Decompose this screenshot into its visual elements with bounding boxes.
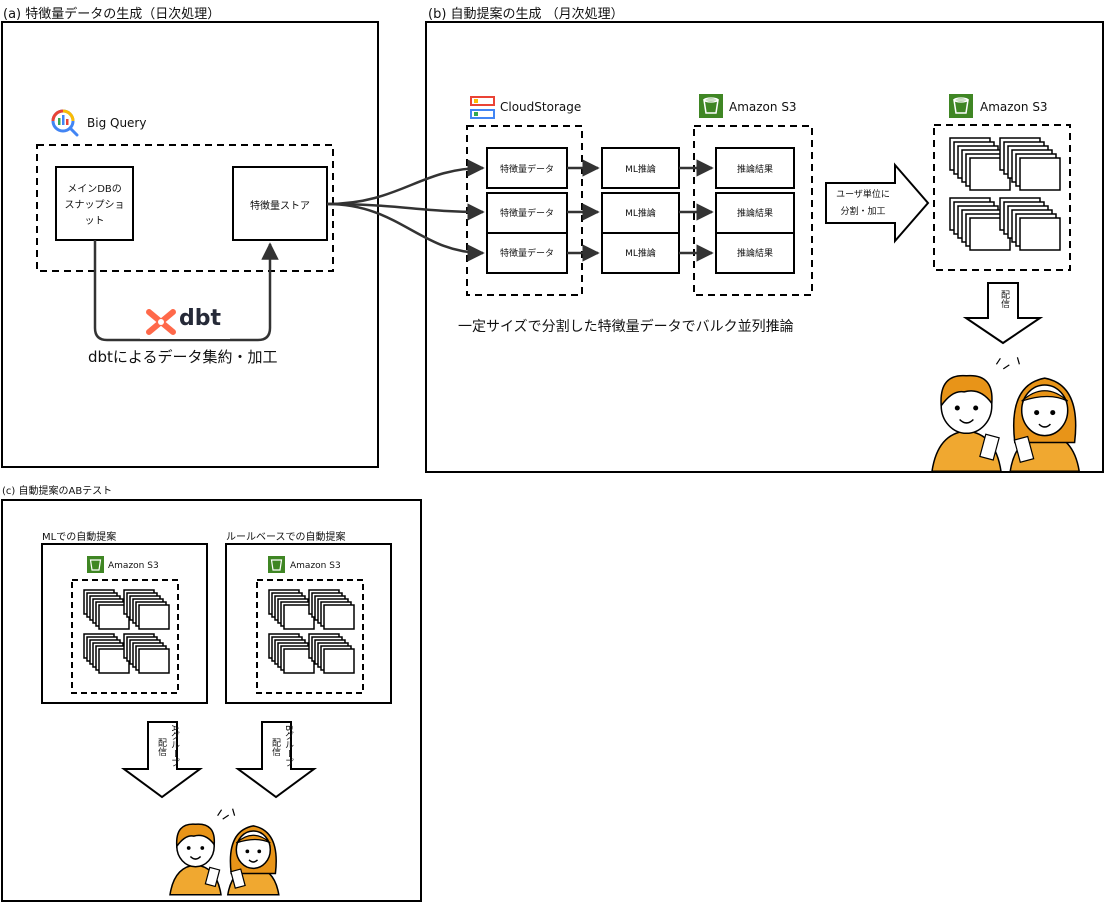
document-stacks — [83, 589, 170, 674]
rule-proposal-box — [225, 543, 392, 704]
bulk-inference-caption: 一定サイズで分割した特徴量データでバルク並列推論 — [458, 319, 794, 335]
ml-proposal-box — [41, 543, 208, 704]
group-a-label: Aグループ — [169, 725, 179, 768]
ml-s3-dashed-group — [71, 579, 179, 694]
block-arrow-icon — [234, 721, 318, 799]
group-b-label: Bグループ — [283, 725, 293, 768]
document-sheet — [138, 648, 170, 674]
cloudstorage-label: CloudStorage — [500, 100, 582, 114]
people-illustration-icon — [169, 808, 280, 896]
amazon-s3-icon — [949, 94, 973, 118]
document-sheet — [323, 604, 355, 630]
section-a-frame — [1, 21, 379, 468]
section-c-frame — [1, 499, 422, 902]
ml-inference-label: ML推論 — [625, 209, 656, 219]
ml-proposal-title: MLでの自動提案 — [42, 532, 117, 543]
flow-curve-2 — [326, 202, 485, 221]
inference-result-label: 推論結果 — [736, 209, 773, 219]
flow-curve-3 — [326, 202, 485, 262]
snapshot-line-3: ット — [84, 216, 105, 227]
bigquery-label: Big Query — [87, 116, 147, 130]
amazon-s3-icon — [699, 94, 723, 118]
feature-store-label: 特徴量ストア — [250, 201, 310, 212]
document-sheet — [138, 604, 170, 630]
user-split-dashed-group — [933, 124, 1071, 271]
dbt-logo-icon — [146, 309, 176, 335]
document-stacks — [268, 589, 355, 674]
document-sheet — [1019, 157, 1061, 191]
s3-label-results: Amazon S3 — [729, 100, 797, 114]
block-arrow-icon — [825, 162, 930, 244]
document-sheet — [323, 648, 355, 674]
dbt-logo-text: dbt — [179, 306, 222, 331]
dbt-caption: dbtによるデータ集約・加工 — [88, 348, 278, 366]
transform-line-2: 分割・加工 — [840, 207, 886, 217]
result-box-1 — [715, 147, 795, 189]
ml-box-1 — [601, 147, 680, 189]
snapshot-box — [55, 166, 134, 241]
s3-label-ml: Amazon S3 — [108, 561, 159, 571]
block-arrow-icon — [962, 282, 1044, 345]
inference-result-label: 推論結果 — [736, 249, 773, 259]
inference-result-label: 推論結果 — [736, 165, 773, 175]
section-b-title: (b) 自動提案の生成 （月次処理） — [428, 7, 624, 22]
ml-inference-label: ML推論 — [625, 249, 656, 259]
pipeline-rows — [486, 147, 795, 274]
document-sheet — [1019, 217, 1061, 251]
bigquery-dashed-group — [36, 144, 334, 272]
bigquery-icon — [51, 109, 79, 137]
feature-box-1 — [486, 147, 568, 189]
feature-data-label: 特徴量データ — [499, 249, 554, 259]
result-box-2 — [715, 192, 795, 234]
amazon-s3-icon — [268, 556, 285, 573]
document-stacks — [949, 137, 1061, 251]
cloudstorage-icon — [470, 96, 495, 119]
result-box-3 — [715, 232, 795, 274]
snapshot-line-2: スナップショ — [64, 200, 125, 211]
feature-data-label: 特徴量データ — [499, 165, 554, 175]
distribute-label-b: 配信 — [270, 738, 280, 756]
s3-label-rule: Amazon S3 — [290, 561, 341, 571]
block-arrow-icon — [120, 721, 204, 799]
flow-curve-1 — [326, 159, 485, 206]
feature-data-label: 特徴量データ — [499, 209, 554, 219]
ml-inference-label: ML推論 — [625, 165, 656, 175]
feature-box-3 — [486, 232, 568, 274]
rule-proposal-title: ルールベースでの自動提案 — [226, 532, 346, 543]
s3-label-split: Amazon S3 — [980, 100, 1048, 114]
dbt-flow-line — [93, 240, 279, 342]
section-b-frame — [425, 21, 1104, 473]
section-a-title: (a) 特徴量データの生成（日次処理） — [3, 7, 221, 22]
snapshot-line-1: メインDBの — [67, 184, 122, 195]
amazon-s3-icon — [87, 556, 104, 573]
distribute-label: 配信 — [999, 290, 1009, 308]
rule-s3-dashed-group — [256, 579, 364, 694]
section-c-title: (c) 自動提案のABテスト — [2, 486, 113, 497]
cloudstorage-dashed-group — [466, 125, 583, 296]
distribute-label-a: 配信 — [156, 738, 166, 756]
transform-line-1: ユーザ単位に — [836, 190, 890, 200]
people-illustration-icon — [931, 357, 1081, 472]
